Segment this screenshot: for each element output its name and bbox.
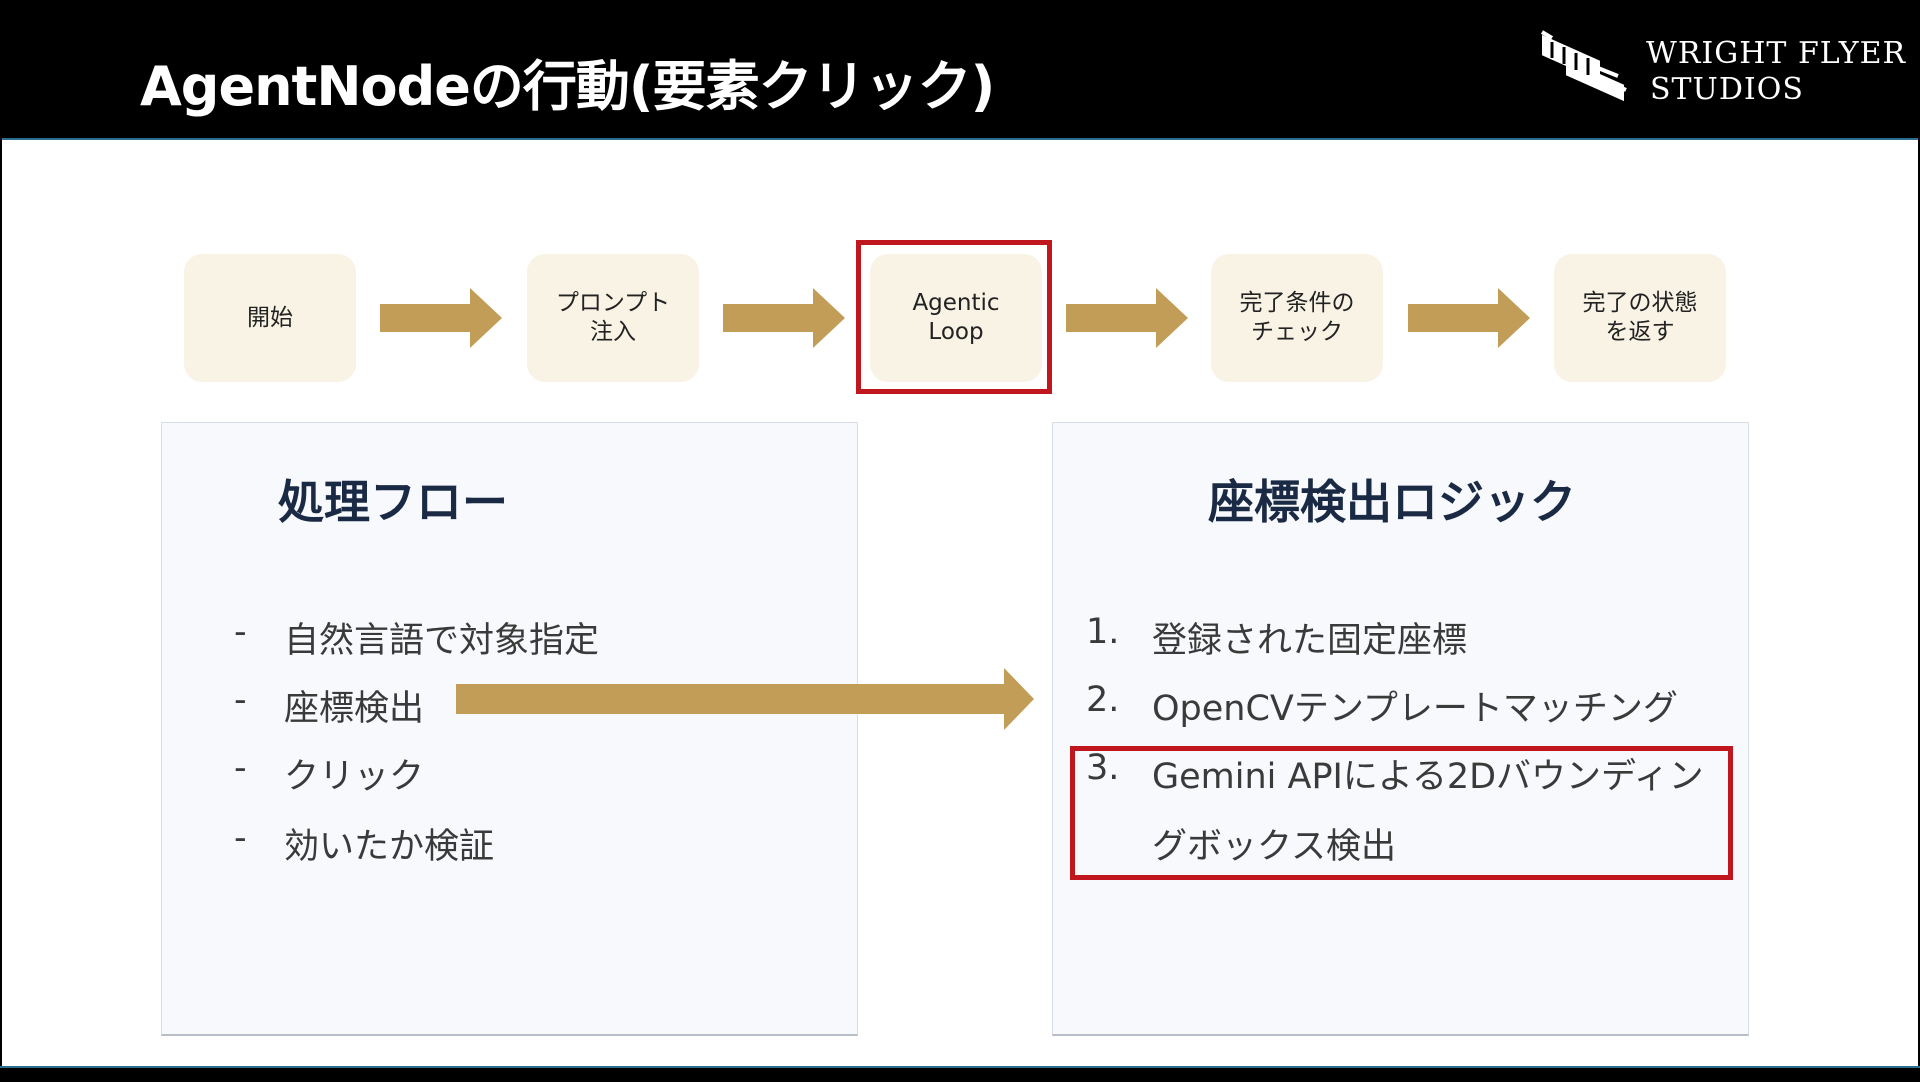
- flow-step-agentic-loop: Agentic Loop: [870, 254, 1042, 382]
- bottom-bar: [0, 1066, 1920, 1082]
- detection-connector-arrow: [456, 668, 1034, 730]
- logo-line2: STUDIOS: [1650, 72, 1804, 107]
- coordinate-detection-title: 座標検出ロジック: [1208, 475, 1576, 529]
- biplane-icon: [1540, 30, 1627, 102]
- header-bar: AgentNodeの行動(要素クリック) WRIGHT FLYER STUDIO…: [0, 0, 1920, 138]
- flow-step-completion-check: 完了条件の チェック: [1211, 254, 1383, 382]
- flow-step-return-status: 完了の状態 を返す: [1554, 254, 1726, 382]
- flow-step-start: 開始: [184, 254, 356, 382]
- slide-title: AgentNodeの行動(要素クリック): [140, 55, 995, 118]
- logo-line1: WRIGHT FLYER: [1646, 36, 1907, 71]
- processing-flow-title: 処理フロー: [278, 475, 508, 529]
- flow-step-prompt-injection: プロンプト 注入: [527, 254, 699, 382]
- gemini-api-highlight: [1070, 746, 1733, 880]
- coordinate-detection-panel: [1052, 422, 1749, 1036]
- flow-arrow-4: [1408, 288, 1530, 348]
- flow-arrow-1: [380, 288, 502, 348]
- flow-arrow-3: [1066, 288, 1188, 348]
- processing-flow-panel: [161, 422, 858, 1036]
- company-logo: WRIGHT FLYER STUDIOS: [1538, 28, 1905, 110]
- agentic-loop-highlight: [856, 240, 1052, 394]
- flow-arrow-2: [723, 288, 845, 348]
